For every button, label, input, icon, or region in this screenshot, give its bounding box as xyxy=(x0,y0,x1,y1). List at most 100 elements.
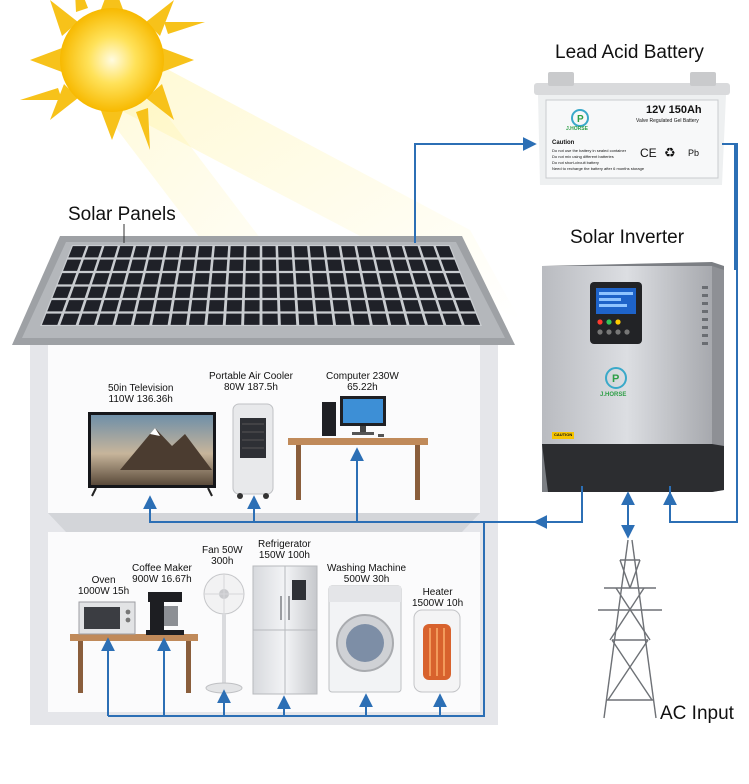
panel-cell xyxy=(316,313,334,325)
battery-caution-title: Caution xyxy=(552,140,575,146)
panel-cell xyxy=(136,300,155,312)
panel-cell xyxy=(112,259,130,271)
refrigerator-icon xyxy=(252,565,318,695)
panel-cell xyxy=(352,313,370,325)
panel-cell xyxy=(296,286,313,298)
panel-cell xyxy=(293,246,309,258)
panel-cell xyxy=(192,286,209,298)
panel-cell xyxy=(170,313,188,325)
panel-cell xyxy=(345,273,362,285)
panel-cell xyxy=(133,313,152,325)
panel-cell xyxy=(69,286,89,298)
computer-icon xyxy=(322,396,386,437)
panel-cell xyxy=(315,300,332,312)
panel-cell xyxy=(279,300,296,312)
panel-cell xyxy=(412,273,431,285)
panel-cell xyxy=(157,286,175,298)
panel-cell xyxy=(406,313,425,325)
panel-cell xyxy=(207,313,224,325)
panel-cell xyxy=(420,300,439,312)
panel-cell xyxy=(52,286,72,298)
panel-cell xyxy=(408,259,426,271)
panel-cell xyxy=(341,246,357,258)
battery-caution-line: Do not mix using different batteries xyxy=(552,154,614,159)
coffee-spec: 900W 16.67h xyxy=(132,574,192,585)
panel-cell xyxy=(442,313,462,325)
inverter-label: Solar Inverter xyxy=(570,227,685,248)
panel-cell xyxy=(115,313,134,325)
panel-cell xyxy=(279,273,294,285)
fridge-name: Refrigerator xyxy=(258,539,311,550)
heater-spec: 1500W 10h xyxy=(412,598,464,609)
heater-name: Heater xyxy=(422,587,453,598)
panel-cell xyxy=(450,286,470,298)
panel-cell xyxy=(65,300,84,312)
panel-cell xyxy=(330,286,348,298)
panel-cell xyxy=(362,273,379,285)
panel-cell xyxy=(372,246,389,258)
panel-cell xyxy=(225,313,242,325)
panel-cell xyxy=(91,273,110,285)
svg-text:P: P xyxy=(612,373,619,385)
panel-cell xyxy=(327,259,343,271)
panel-cell xyxy=(244,286,260,298)
panel-cell xyxy=(212,259,228,271)
panel-cell xyxy=(298,313,315,325)
panel-cell xyxy=(188,313,206,325)
panel-cell xyxy=(347,286,365,298)
coffee-maker-icon xyxy=(146,592,184,635)
panel-cell xyxy=(229,259,244,271)
tv-icon xyxy=(88,412,216,497)
battery-caution-line: Do not use the battery in sealed contain… xyxy=(552,148,627,153)
panel-cell xyxy=(343,259,360,271)
panel-cell xyxy=(424,313,444,325)
panel-cell xyxy=(79,259,98,271)
panel-cell xyxy=(197,246,213,258)
fridge-spec: 150W 100h xyxy=(258,550,310,561)
panel-cell xyxy=(420,246,438,258)
solar-panels-label: Solar Panels xyxy=(68,204,176,225)
panel-cell xyxy=(149,246,166,258)
panel-cell xyxy=(280,313,297,325)
panel-cell xyxy=(139,286,157,298)
panel-cell xyxy=(209,286,226,298)
panel-cell xyxy=(440,259,459,271)
panel-cell xyxy=(228,273,243,285)
coffee-label: Coffee Maker 900W 16.67h xyxy=(132,563,192,585)
battery-subtitle: Valve Regulated Gel Battery xyxy=(636,118,699,124)
battery-caution-line: Do not short-circuit battery xyxy=(552,160,599,165)
panel-cell xyxy=(392,259,410,271)
panel-cell xyxy=(160,273,177,285)
panel-cell xyxy=(194,273,210,285)
lead-mark-icon: Pb xyxy=(688,148,700,158)
power-pylon-icon xyxy=(598,539,662,719)
fridge-label: Refrigerator 150W 100h xyxy=(258,539,311,561)
washer-name: Washing Machine xyxy=(327,563,407,574)
panel-cell xyxy=(68,246,87,258)
fan-spec: 300h xyxy=(211,556,234,567)
panel-cell xyxy=(359,259,376,271)
panel-cell xyxy=(313,286,330,298)
oven-icon xyxy=(78,601,136,635)
panel-cell xyxy=(129,259,147,271)
panel-cell xyxy=(83,300,102,312)
panel-cell xyxy=(332,300,350,312)
panel-cell xyxy=(190,300,207,312)
panel-cell xyxy=(41,313,62,325)
panel-cell xyxy=(246,246,260,258)
panel-cell xyxy=(433,286,453,298)
oven-name: Oven xyxy=(91,575,116,586)
computer-name: Computer 230W xyxy=(326,371,399,382)
oven-label: Oven 1000W 15h xyxy=(78,575,129,597)
cooler-name: Portable Air Cooler xyxy=(209,371,293,382)
panel-cell xyxy=(399,286,418,298)
panel-cell xyxy=(152,313,170,325)
recycle-icon: ♻ xyxy=(664,145,676,160)
heater-label: Heater 1500W 10h xyxy=(412,587,463,609)
panel-cell xyxy=(310,259,327,271)
panel-cell xyxy=(244,313,260,325)
panel-cell xyxy=(133,246,150,258)
panel-cell xyxy=(229,246,244,258)
panel-cell xyxy=(227,286,243,298)
